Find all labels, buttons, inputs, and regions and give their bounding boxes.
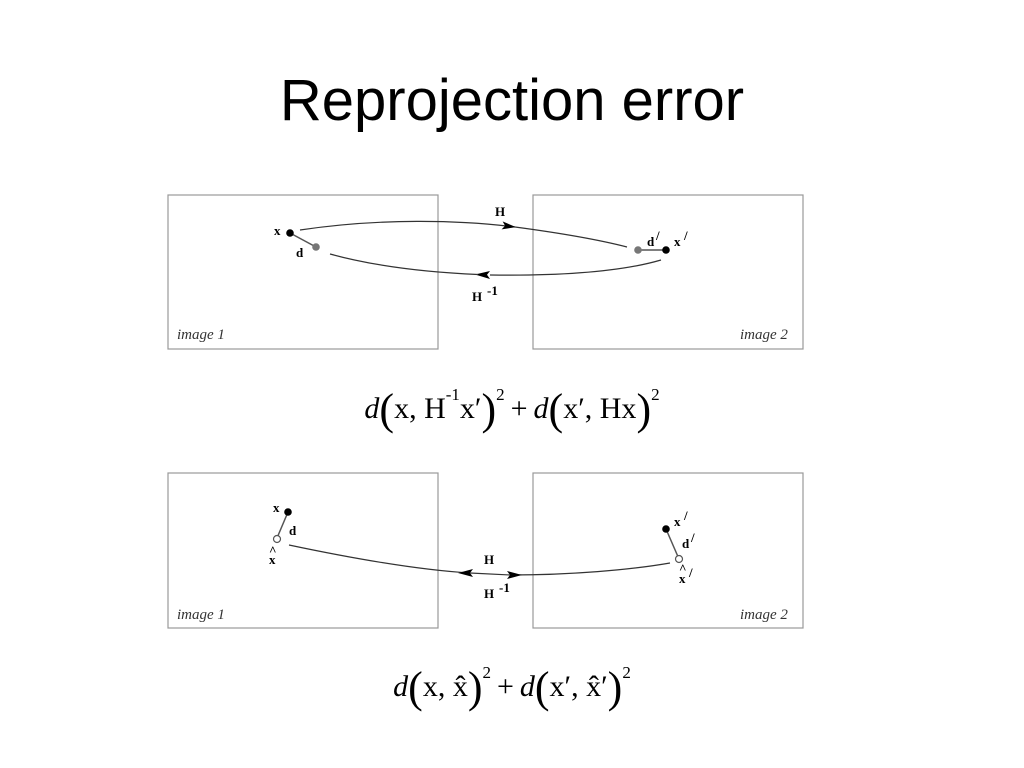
image-2-frame [532,194,804,350]
label-h: H [495,204,505,219]
point-reprojected-left [312,243,320,251]
label-x-hat-prime-mark: / [688,565,693,580]
label-x-bottom: x [273,500,280,515]
formula-b-plus: + [496,670,514,703]
label-h-inverse-exp: -1 [487,283,498,298]
formula-paren-close-1: ) [481,385,497,434]
label-d-prime: d [647,234,655,249]
label-d-prime-bottom: d [682,536,690,551]
formula-b-paren-open-2: ( [534,663,550,712]
formula-d-2: d [533,392,549,425]
h-inverse-arrowhead [475,271,490,279]
label-x-prime-bottom: x [674,514,681,529]
d-segment-left-bottom [276,511,289,539]
formula-d-1: d [364,392,380,425]
formula-b-d-2: d [519,670,535,703]
formula-args-1b: x′ [459,392,482,425]
label-x-hat-mark: ^ [269,543,277,558]
formula-square-1: 2 [496,385,505,404]
image-2-caption: image 2 [740,327,788,343]
formula-args-2: x′, Hx [563,392,637,425]
label-x-prime: x [674,234,681,249]
label-d-bottom: d [289,523,297,538]
point-reprojected-right [634,246,642,254]
label-h-inverse-bottom: H [484,586,494,601]
bottom-panel: image 1 image 2 x d x ^ x / d / x ^ / H … [167,472,804,629]
slide-title: Reprojection error [279,68,745,133]
formula-b-square-1: 2 [482,663,491,682]
image-2-frame-bottom [532,472,804,629]
formula-symmetric-transfer: d(x, H-1x′)2+d(x′, Hx)2 [0,384,1024,435]
formula-b-args-2: x′, x̂′ [549,670,608,703]
label-d-prime-bottom-mark: / [690,530,695,545]
label-x-prime-mark: / [683,228,688,243]
point-x-hat [272,534,282,544]
label-h-bottom: H [484,552,494,567]
d-segment-right-bottom [665,528,680,560]
formula-paren-open-1: ( [379,385,395,434]
label-h-inverse-bottom-exp: -1 [499,580,510,595]
point-x-bottom [284,508,292,516]
formula-b-args-1: x, x̂ [422,670,468,703]
formula-b-paren-close-2: ) [607,663,623,712]
formula-b-paren-close-1: ) [467,663,483,712]
top-panel: image 1 image 2 x d d / x / H H -1 [167,194,804,350]
h-double-arrow-shaft [469,572,511,576]
formula-inverse-exp: -1 [445,385,460,404]
formula-square-2: 2 [651,385,660,404]
h-curve-right [509,562,671,576]
formula-plus: + [510,392,528,425]
d-segment-left [289,232,317,248]
image-1-frame [167,194,439,350]
formula-paren-close-2: ) [636,385,652,434]
label-x-hat-prime-hat: ^ [679,561,687,576]
h-curve-left [288,544,471,574]
h-forward-curve-tail [514,226,628,248]
label-x-prime-bottom-mark: / [683,508,688,523]
h-inverse-curve-tail [489,259,662,276]
image-1-caption-bottom: image 1 [177,607,225,623]
h-forward-curve [299,220,516,231]
formula-args-1: x, H [394,392,446,425]
image-1-caption: image 1 [177,327,225,343]
label-h-inverse: H [472,289,482,304]
formula-b-d-1: d [393,670,409,703]
formula-paren-open-2: ( [548,385,564,434]
image-2-caption-bottom: image 2 [740,607,788,623]
label-x-hat-prime: x [679,571,686,586]
image-1-frame-bottom [167,472,439,629]
point-x [286,229,294,237]
label-d-prime-mark: / [655,228,660,243]
label-d: d [296,245,304,260]
formula-b-paren-open-1: ( [408,663,423,712]
point-x-prime [662,246,670,254]
h-inverse-curve [329,253,479,276]
label-x-hat: x [269,552,276,567]
formula-b-square-2: 2 [622,663,631,682]
point-x-hat-prime [674,554,684,564]
label-x: x [274,223,281,238]
formula-reprojection: d(x, x̂)2+d(x′, x̂′)2 [0,662,1024,713]
point-x-prime-bottom [662,525,670,533]
